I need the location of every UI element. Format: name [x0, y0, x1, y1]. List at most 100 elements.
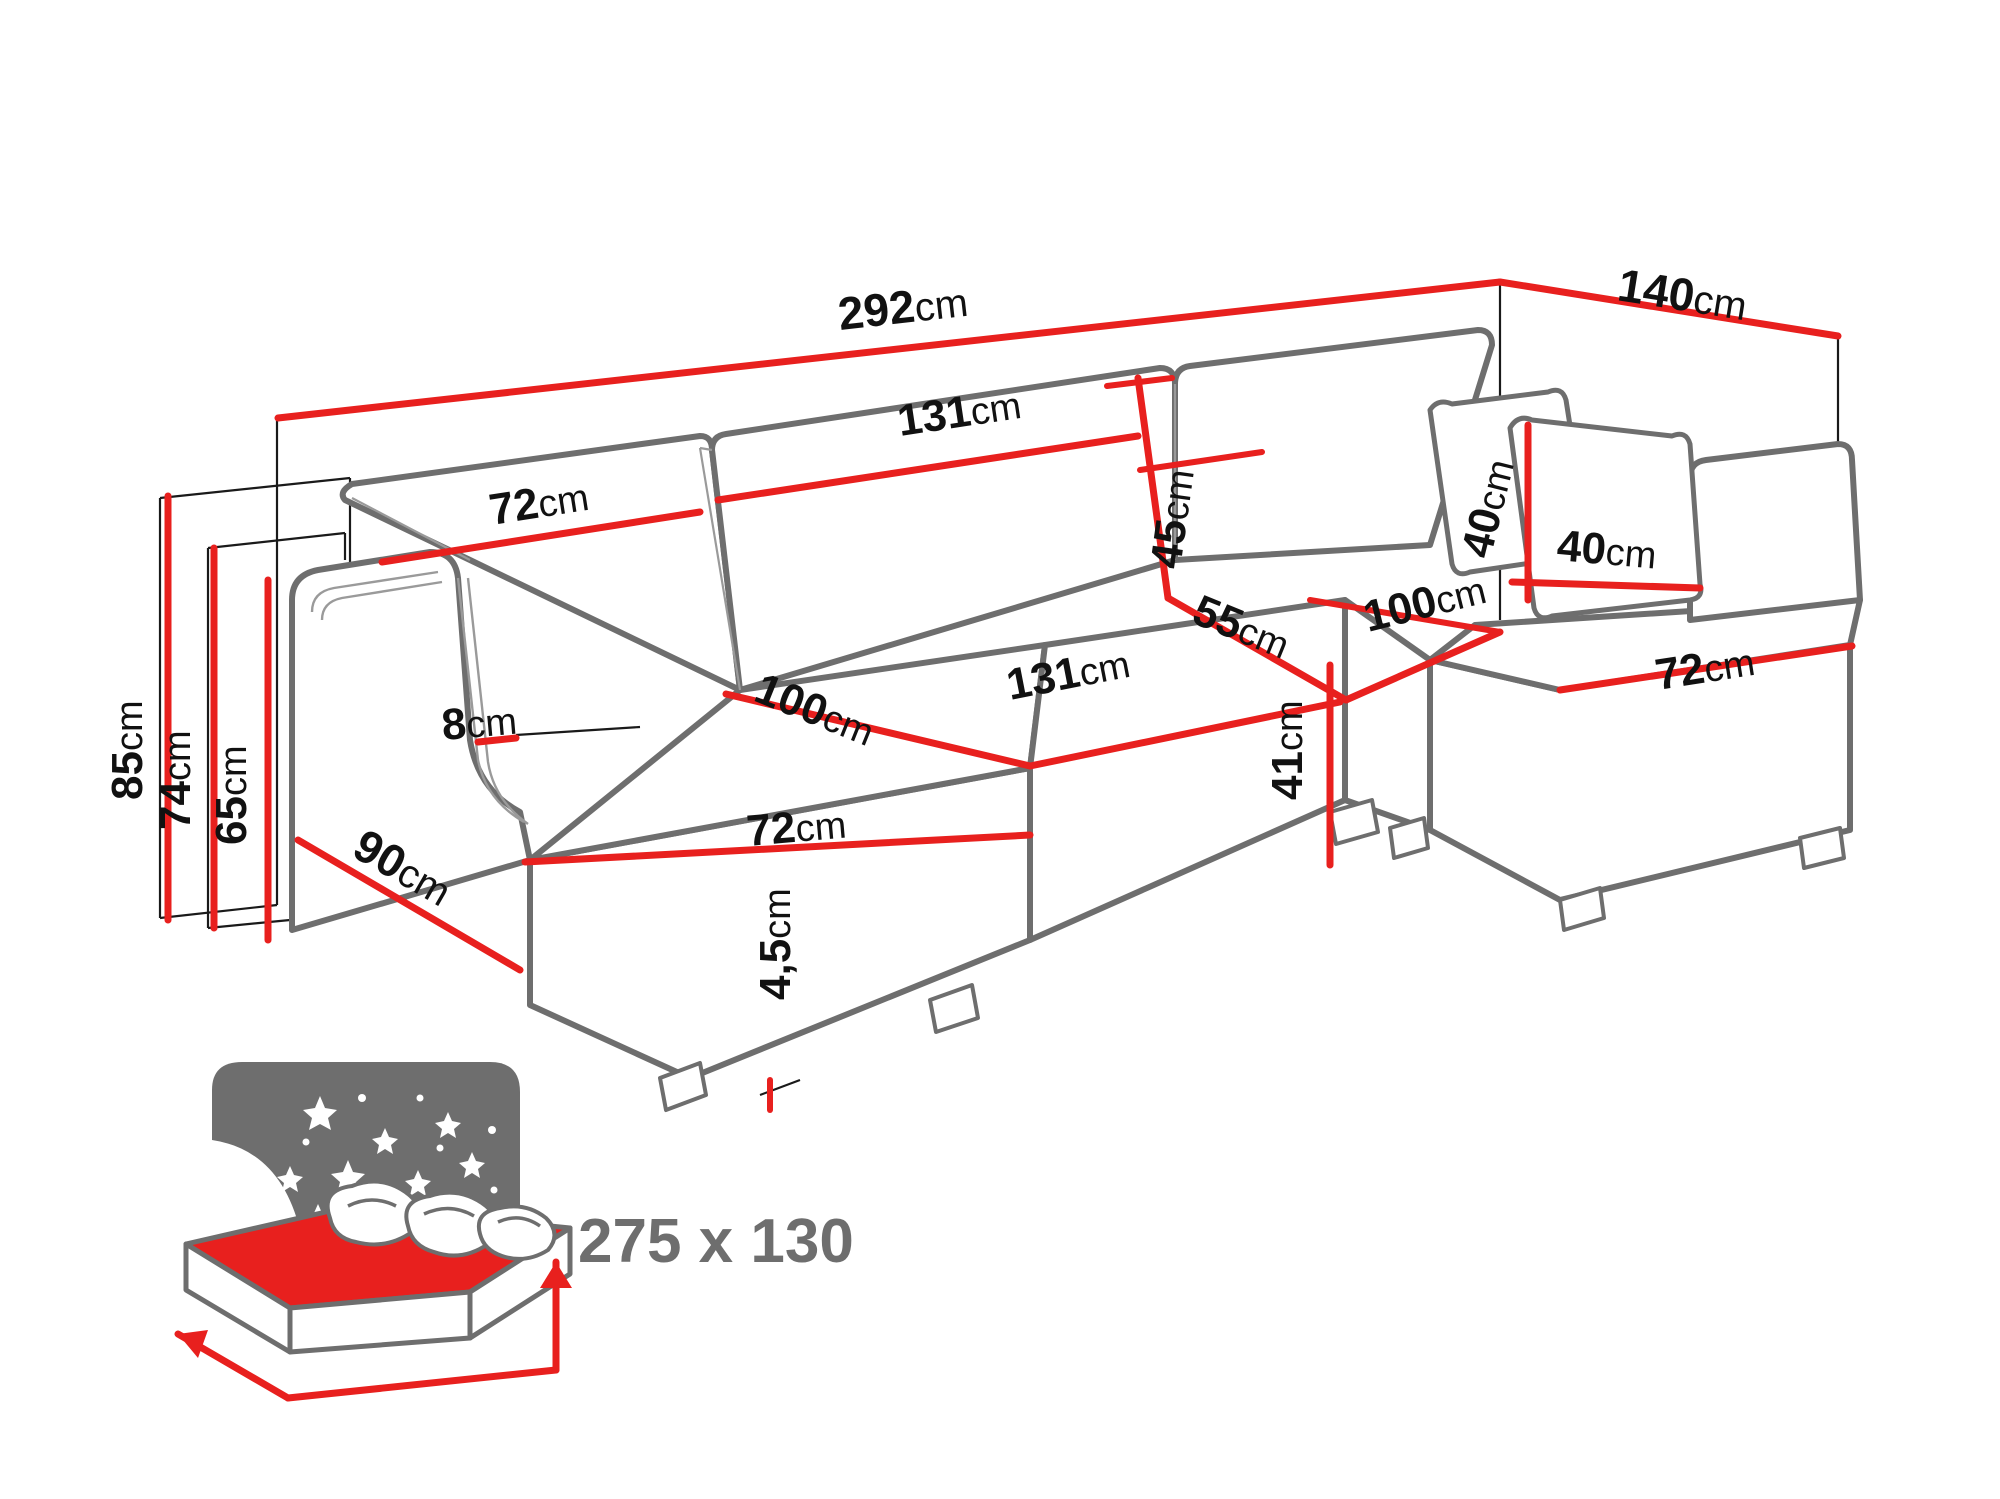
label-41: 41cm — [1263, 700, 1312, 800]
label-41-unit: cm — [1269, 700, 1311, 751]
leg-front-center — [928, 983, 980, 1034]
label-72-upper: 72cm — [486, 471, 592, 535]
svg-text:65cm: 65cm — [207, 745, 256, 845]
center-backrest-cushion-right — [1172, 327, 1495, 563]
dimline-40-horizontal — [1508, 578, 1704, 592]
dimline-90 — [294, 836, 524, 974]
label-8-value: 8 — [440, 699, 469, 750]
leg-center-right — [1328, 798, 1380, 846]
dimline-131-seat — [1026, 698, 1344, 770]
label-4-5: 4,5cm — [751, 888, 800, 1000]
pillow-front — [1507, 415, 1704, 621]
label-4-5-value: 4,5 — [751, 939, 800, 1000]
label-8-unit: cm — [465, 701, 519, 747]
dimline-100-right-upper — [1307, 597, 1503, 635]
leg-corner — [1388, 816, 1430, 860]
label-72-right-unit: cm — [1701, 642, 1758, 691]
svg-text:292cm: 292cm — [835, 274, 970, 340]
svg-text:74cm: 74cm — [151, 730, 200, 830]
label-292-value: 292 — [835, 280, 917, 340]
label-100-right-value: 100 — [1359, 576, 1442, 641]
label-41-value: 41 — [1263, 751, 1312, 800]
leg-front-left — [658, 1061, 708, 1112]
label-40-horizontal-value: 40 — [1555, 521, 1608, 574]
label-72-upper-unit: cm — [535, 477, 592, 526]
label-45-unit: cm — [1154, 467, 1203, 523]
label-45-value: 45 — [1141, 516, 1196, 571]
label-292-unit: cm — [912, 281, 970, 331]
label-74-unit: cm — [157, 730, 199, 781]
bed-icon — [183, 1179, 573, 1355]
dimline-45-tick-cross — [1137, 449, 1265, 473]
svg-text:72cm: 72cm — [1652, 636, 1758, 700]
svg-text:45cm: 45cm — [1141, 466, 1203, 571]
label-72-seat: 72cm — [745, 798, 849, 856]
bed-arrow-length — [284, 1366, 560, 1402]
right-chaise-base — [1427, 642, 1853, 903]
label-74: 74cm — [151, 730, 200, 830]
label-65: 65cm — [207, 745, 256, 845]
dimline-100-right — [1342, 628, 1504, 704]
label-100-right-unit: cm — [1431, 570, 1490, 623]
label-140: 140cm — [1614, 259, 1751, 331]
label-131-upper: 131cm — [894, 379, 1024, 446]
label-140-value: 140 — [1614, 259, 1698, 322]
svg-text:40cm: 40cm — [1555, 521, 1659, 578]
svg-text:4,5cm: 4,5cm — [751, 888, 800, 1000]
svg-text:85cm: 85cm — [103, 700, 152, 800]
svg-text:72cm: 72cm — [745, 798, 849, 855]
dimension-lines-red — [164, 278, 1856, 1113]
label-85-value: 85 — [103, 751, 152, 800]
label-85-unit: cm — [109, 700, 151, 751]
svg-text:41cm: 41cm — [1263, 700, 1312, 800]
sofa-outline — [527, 597, 1863, 1081]
label-4-5-unit: cm — [757, 888, 799, 939]
label-72-right: 72cm — [1652, 636, 1758, 700]
dimline-140 — [1496, 278, 1842, 340]
dimline-72-upper — [378, 508, 704, 566]
svg-text:40cm: 40cm — [1452, 454, 1524, 563]
left-armrest-detail — [310, 570, 529, 825]
svg-text:72cm: 72cm — [486, 471, 592, 535]
bed-arrow-heads — [178, 1262, 572, 1358]
label-292: 292cm — [835, 274, 970, 340]
pillow-right-icon — [477, 1204, 557, 1261]
dimline-55 — [1164, 594, 1350, 704]
label-45: 45cm — [1141, 466, 1203, 572]
label-40-vertical: 40cm — [1452, 454, 1524, 563]
label-72-seat-unit: cm — [794, 804, 848, 850]
dimline-292 — [274, 278, 1504, 422]
label-40-vertical-value: 40 — [1452, 503, 1511, 562]
leg-right-back — [1798, 826, 1846, 870]
dimline-72-right — [1556, 642, 1856, 694]
dimline-45-tick-top — [1104, 375, 1175, 389]
dimline-131-upper — [714, 432, 1142, 504]
dimline-45 — [1134, 374, 1172, 602]
right-backrest-cushion — [1687, 441, 1863, 623]
label-65-value: 65 — [207, 796, 256, 845]
throw-pillows — [1427, 387, 1704, 621]
dimline-100-left — [722, 690, 1034, 770]
right-chaise-seat-top — [1427, 597, 1863, 693]
dimline-72-seat — [521, 831, 1034, 866]
svg-text:140cm: 140cm — [1614, 259, 1751, 331]
sleeping-area-label: 275 x 130 — [578, 1207, 854, 1276]
sleeping-area-icon: 275 x 130 — [174, 1062, 854, 1402]
leg-right-front — [1558, 886, 1606, 932]
label-74-value: 74 — [151, 781, 200, 830]
label-131-seat-unit: cm — [1076, 644, 1134, 695]
svg-text:8cm: 8cm — [440, 695, 519, 750]
label-40-horizontal: 40cm — [1555, 521, 1659, 578]
label-40-horizontal-unit: cm — [1604, 531, 1658, 577]
label-140-unit: cm — [1690, 277, 1750, 329]
label-72-right-value: 72 — [1652, 644, 1708, 700]
label-131-upper-value: 131 — [894, 387, 974, 446]
label-72-seat-value: 72 — [745, 803, 798, 856]
label-8: 8cm — [440, 695, 519, 750]
dimline-8 — [474, 734, 520, 746]
svg-text:131cm: 131cm — [894, 379, 1024, 446]
label-131-upper-unit: cm — [968, 385, 1024, 434]
label-72-upper-value: 72 — [486, 479, 542, 535]
